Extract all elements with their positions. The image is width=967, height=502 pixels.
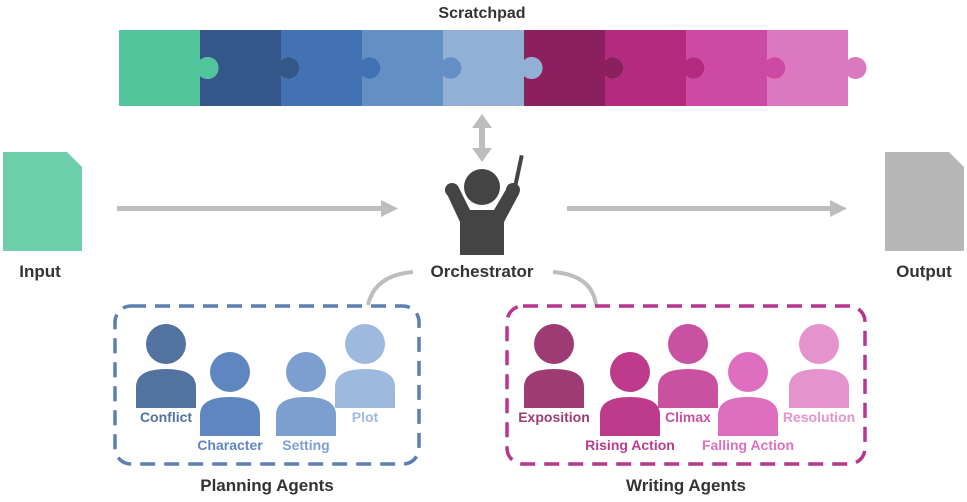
agent-exposition: Exposition [518, 324, 590, 425]
output-label: Output [896, 262, 952, 281]
agent-setting: Setting [276, 352, 336, 453]
scratchpad-piece [524, 30, 624, 106]
agent-name-label: Plot [352, 409, 379, 425]
scratchpad-piece [119, 30, 219, 106]
person-body [658, 369, 718, 408]
agent-plot: Plot [335, 324, 395, 425]
scratchpad-piece [281, 30, 381, 106]
agent-name-label: Conflict [140, 409, 192, 425]
person-body [200, 397, 260, 436]
person-icon [610, 352, 650, 392]
agent-resolution: Resolution [783, 324, 855, 425]
person-icon [799, 324, 839, 364]
writing-agents-group [505, 304, 867, 466]
person-body [136, 369, 196, 408]
agent-name-label: Exposition [518, 409, 590, 425]
scratchpad-piece [362, 30, 462, 106]
agent-climax: Climax [658, 324, 718, 425]
scratchpad-piece [767, 30, 867, 106]
person-icon [210, 352, 250, 392]
input-to-orchestrator-arrow [117, 200, 398, 217]
agent-name-label: Resolution [783, 409, 855, 425]
agent-falling-action: Falling Action [702, 352, 794, 453]
orchestrator-to-output-arrow [567, 200, 847, 217]
person-body [524, 369, 584, 408]
input-document-icon [3, 152, 82, 251]
scratchpad-piece [605, 30, 705, 106]
agent-name-label: Climax [665, 409, 711, 425]
agent-name-label: Rising Action [585, 437, 675, 453]
scratchpad-piece [686, 30, 786, 106]
person-icon [534, 324, 574, 364]
scratchpad-puzzle [119, 30, 867, 106]
planning-agents-title: Planning Agents [200, 476, 334, 495]
person-body [600, 397, 660, 436]
person-body [276, 397, 336, 436]
input-label: Input [19, 262, 61, 281]
agent-name-label: Falling Action [702, 437, 794, 453]
person-body [335, 369, 395, 408]
scratchpad-title: Scratchpad [438, 5, 525, 22]
writing-agents-title: Writing Agents [626, 476, 746, 495]
person-body [718, 397, 778, 436]
person-icon [345, 324, 385, 364]
planning-agents-group [113, 304, 421, 466]
person-body [789, 369, 849, 408]
person-icon [146, 324, 186, 364]
person-icon [728, 352, 768, 392]
orchestrator-conductor-icon [445, 154, 524, 255]
scratchpad-orchestrator-arrow [472, 114, 492, 162]
person-icon [668, 324, 708, 364]
agent-name-label: Character [197, 437, 263, 453]
scratchpad-piece [443, 30, 543, 106]
orchestrator-label: Orchestrator [431, 262, 534, 281]
agent-name-label: Setting [282, 437, 329, 453]
agent-character: Character [197, 352, 263, 453]
person-icon [286, 352, 326, 392]
agent-rising-action: Rising Action [585, 352, 675, 453]
orchestrator-writing-connector [552, 270, 598, 306]
scratchpad-piece [200, 30, 300, 106]
output-document-icon [885, 152, 964, 251]
agent-conflict: Conflict [136, 324, 196, 425]
orchestrator-planning-connector [366, 270, 414, 306]
